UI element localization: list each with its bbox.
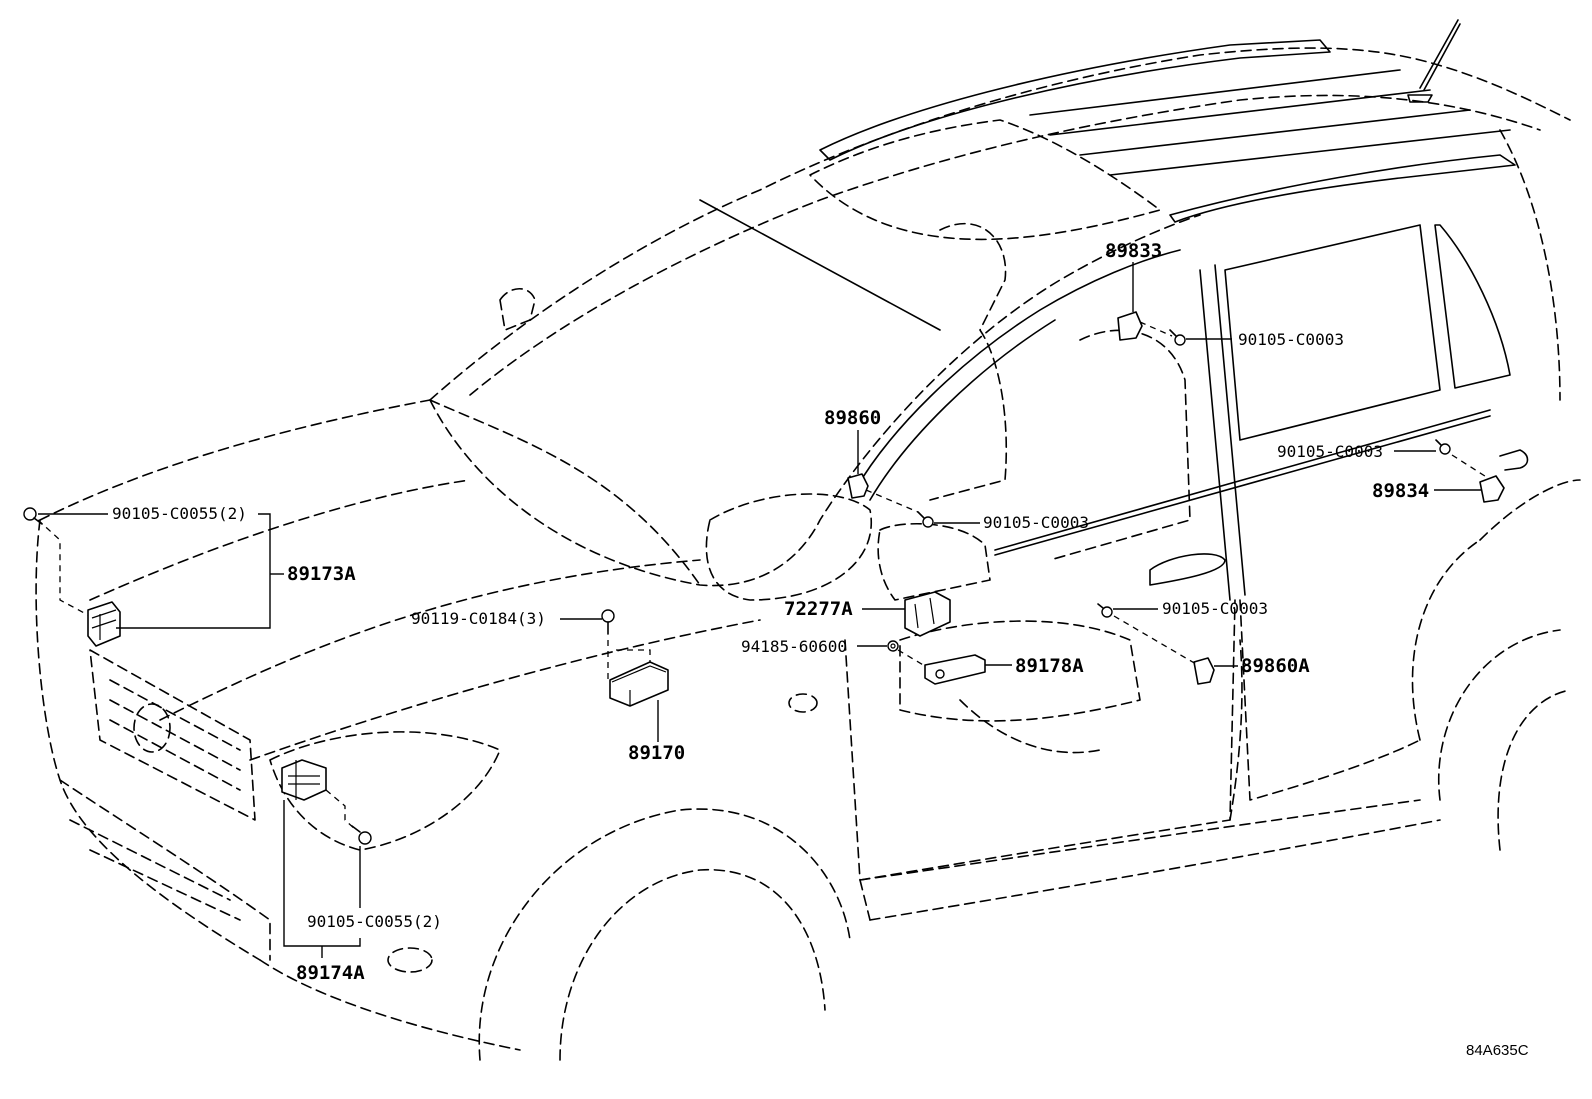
- part-89834: [1479, 449, 1529, 503]
- label-89173a: 89173A: [287, 563, 356, 585]
- part-89174a: [281, 759, 327, 801]
- label-90105-c0003-right: 90105-C0003: [1277, 442, 1383, 461]
- label-89178a: 89178A: [1015, 655, 1084, 677]
- label-94185-60600: 94185-60600: [741, 637, 847, 656]
- parts: [23, 311, 1529, 845]
- part-72277a: [904, 591, 951, 637]
- diagram-code: 84A635C: [1466, 1042, 1529, 1059]
- part-89170: [609, 661, 669, 707]
- label-72277a: 72277A: [784, 598, 853, 620]
- label-89860: 89860: [824, 407, 881, 429]
- label-89834: 89834: [1372, 480, 1429, 502]
- label-89170: 89170: [628, 742, 685, 764]
- leader-lines: [37, 262, 1489, 958]
- part-89860a: [1193, 657, 1215, 685]
- part-89860: [847, 473, 869, 499]
- label-90105-c0003-mid: 90105-C0003: [983, 513, 1089, 532]
- label-90105-c0003-top: 90105-C0003: [1238, 330, 1344, 349]
- part-89178a: [924, 654, 986, 685]
- vehicle-outline: [35, 19, 1581, 1061]
- labels: 89833 90105-C0003 89860 90105-C0003 9010…: [112, 240, 1529, 1059]
- label-90105-c0055-top: 90105-C0055(2): [112, 504, 247, 523]
- part-89173a: [87, 601, 121, 647]
- label-89833: 89833: [1105, 240, 1162, 262]
- label-90105-c0003-lower: 90105-C0003: [1162, 599, 1268, 618]
- label-89174a: 89174A: [296, 962, 365, 984]
- label-89860a: 89860A: [1241, 655, 1310, 677]
- bolts: [23, 329, 1451, 845]
- label-90119-c0184: 90119-C0184(3): [411, 609, 546, 628]
- label-90105-c0055-bottom: 90105-C0055(2): [307, 912, 442, 931]
- part-89833: [1117, 311, 1143, 341]
